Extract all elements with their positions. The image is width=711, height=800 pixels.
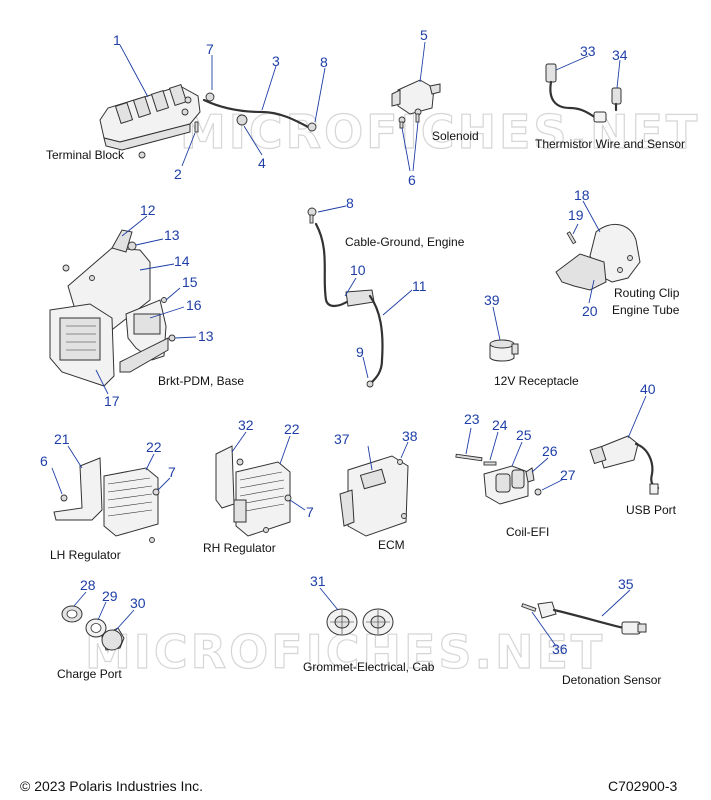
- callout-24: 24: [492, 417, 508, 433]
- callout-7: 7: [206, 41, 214, 57]
- callout-34: 34: [612, 47, 628, 63]
- callout-18: 18: [574, 187, 590, 203]
- grommet-illustration: [326, 608, 394, 636]
- callout-13-top: 13: [164, 227, 180, 243]
- callout-8-ground: 8: [346, 195, 354, 211]
- callout-3: 3: [272, 53, 280, 69]
- callout-30: 30: [130, 595, 146, 611]
- callout-1: 1: [113, 32, 121, 48]
- label-terminal-block: Terminal Block: [46, 148, 125, 162]
- label-grommet: Grommet-Electrical, Cab: [303, 660, 435, 674]
- callout-13-bottom: 13: [198, 328, 214, 344]
- callout-4: 4: [258, 155, 266, 171]
- label-engine-tube: Engine Tube: [612, 303, 680, 317]
- callout-26: 26: [542, 443, 558, 459]
- callout-31: 31: [310, 573, 326, 589]
- callout-25: 25: [516, 427, 532, 443]
- callout-21: 21: [54, 431, 70, 447]
- callout-17: 17: [104, 393, 120, 409]
- ecm-illustration: [339, 455, 409, 537]
- label-detonation-sensor: Detonation Sensor: [562, 673, 661, 687]
- callout-11: 11: [412, 278, 427, 294]
- thermistor-illustration: [545, 63, 622, 123]
- label-solenoid: Solenoid: [432, 129, 479, 143]
- callout-19: 19: [568, 207, 584, 223]
- ground-cable-illustration: [307, 207, 384, 388]
- callout-32: 32: [238, 417, 254, 433]
- callout-36: 36: [552, 641, 568, 657]
- callout-14: 14: [174, 253, 190, 269]
- callout-2: 2: [174, 166, 182, 182]
- callout-28: 28: [80, 577, 96, 593]
- watermark-top: MICROFICHES.NET: [180, 105, 700, 159]
- terminal-block-illustration: [99, 83, 317, 159]
- callout-37: 37: [334, 431, 350, 447]
- routing-clip-illustration: [555, 224, 641, 291]
- coil-efi-illustration: [455, 453, 542, 505]
- label-thermistor: Thermistor Wire and Sensor: [535, 137, 685, 151]
- label-brkt-pdm: Brkt-PDM, Base: [158, 374, 244, 388]
- callout-5: 5: [420, 27, 428, 43]
- label-cable-ground: Cable-Ground, Engine: [345, 235, 465, 249]
- callout-20: 20: [582, 303, 598, 319]
- label-lh-regulator: LH Regulator: [50, 548, 121, 562]
- usb-port-illustration: [589, 435, 660, 495]
- callout-22-rh: 22: [284, 421, 300, 437]
- label-rh-regulator: RH Regulator: [203, 541, 276, 555]
- pdm-bracket-illustration: [49, 229, 176, 387]
- receptacle-illustration: [489, 339, 519, 362]
- callout-8: 8: [320, 54, 328, 70]
- callout-7-lh: 7: [168, 464, 176, 480]
- callout-12: 12: [140, 202, 156, 218]
- callout-33: 33: [580, 43, 596, 59]
- callout-9: 9: [356, 344, 364, 360]
- callout-35: 35: [618, 576, 634, 592]
- callout-15: 15: [182, 274, 198, 290]
- callout-38: 38: [402, 428, 418, 444]
- solenoid-illustration: [391, 79, 441, 129]
- callout-27: 27: [560, 467, 576, 483]
- callout-39: 39: [484, 292, 500, 308]
- callout-6-solenoid: 6: [408, 172, 416, 188]
- callout-22-lh: 22: [146, 439, 162, 455]
- callout-16: 16: [186, 297, 202, 313]
- callout-6-lh: 6: [40, 453, 48, 469]
- label-routing-clip: Routing Clip: [614, 286, 680, 300]
- callout-29: 29: [102, 588, 118, 604]
- diagram-code: C702900-3: [608, 778, 677, 794]
- label-ecm: ECM: [378, 538, 405, 552]
- callout-40: 40: [640, 381, 656, 397]
- callout-7-rh: 7: [306, 504, 314, 520]
- label-12v-receptacle: 12V Receptacle: [494, 374, 579, 388]
- copyright-text: © 2023 Polaris Industries Inc.: [20, 778, 203, 794]
- label-charge-port: Charge Port: [57, 667, 122, 681]
- rh-regulator-illustration: [215, 445, 292, 537]
- detonation-sensor-illustration: [521, 601, 647, 635]
- label-coil-efi: Coil-EFI: [506, 525, 549, 539]
- callout-10: 10: [350, 262, 366, 278]
- charge-port-illustration: [61, 605, 125, 651]
- label-usb-port: USB Port: [626, 503, 677, 517]
- lh-regulator-illustration: [53, 457, 160, 543]
- callout-23: 23: [464, 411, 480, 427]
